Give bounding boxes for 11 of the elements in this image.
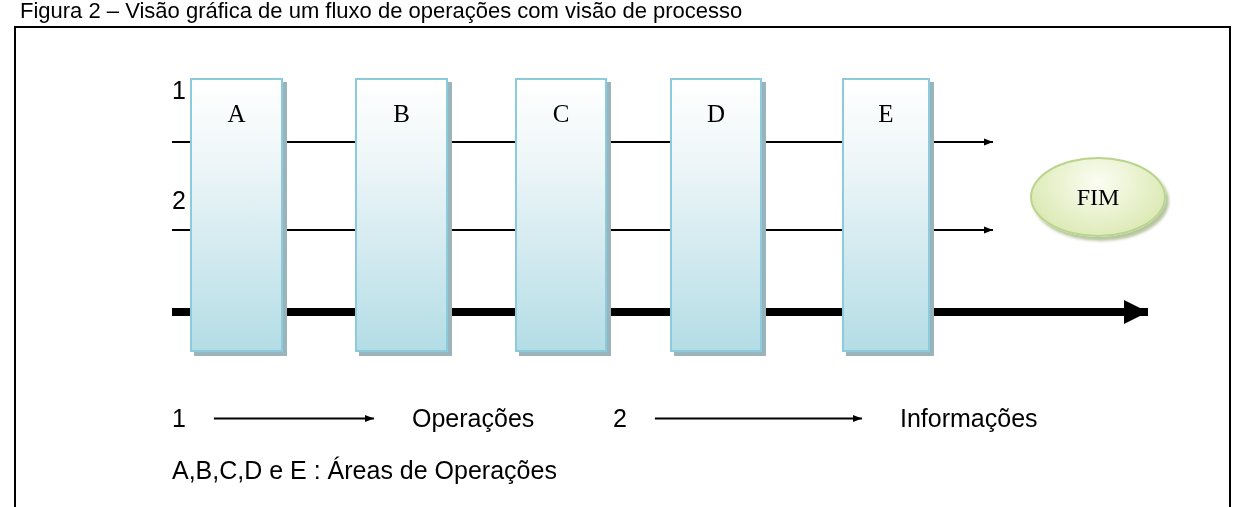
arrow [212,414,375,423]
arrow [653,414,863,423]
end-ellipse: FIM [1030,157,1166,237]
text-label: Informações [900,404,1038,433]
text-label: 2 [613,404,627,433]
text-label: Operações [412,404,535,433]
text-label: 1 [172,76,186,105]
figure-title: Figura 2 – Visão gráfica de um fluxo de operações com visão de processo [20,0,743,24]
note-text: A,B,C,D e E : Áreas de Operações [172,456,557,485]
text-label: 2 [172,186,186,215]
text-label: 1 [172,404,186,433]
